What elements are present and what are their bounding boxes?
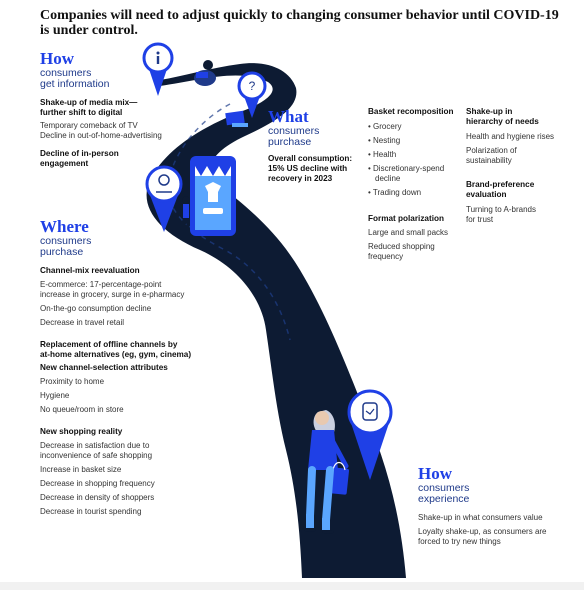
- where-sub1: consumers: [40, 235, 92, 247]
- needs-heading-2: hierarchy of needs: [466, 117, 539, 126]
- shopping-reality-title: New shopping reality: [40, 427, 123, 436]
- ecommerce-text-2: increase in grocery, surge in e-pharmacy: [40, 290, 185, 299]
- format-polarization-2a: Reduced shopping: [368, 242, 435, 251]
- what-section: What consumers purchase Overall consumpt…: [268, 108, 368, 184]
- where-section: Where consumers purchase Channel-mix ree…: [40, 218, 240, 517]
- experience-title: How: [418, 464, 452, 483]
- how-info-section: How consumers get information Shake-up o…: [40, 50, 180, 169]
- overall-consumption-3: recovery in 2023: [268, 174, 333, 183]
- what-title: What: [268, 107, 309, 126]
- hygiene-text: Hygiene: [40, 391, 70, 400]
- needs-heading-1: Shake-up in: [466, 107, 513, 116]
- headline: Companies will need to adjust quickly to…: [40, 8, 559, 38]
- what-sub1: consumers: [268, 125, 320, 137]
- shopper-small-icon: [182, 196, 190, 228]
- basket-size-text: Increase in basket size: [40, 465, 122, 474]
- replacement-heading-2: at-home alternatives (eg, gym, cinema): [40, 350, 192, 359]
- basket-item-grocery: • Grocery: [368, 122, 402, 131]
- in-person-heading-1: Decline of in-person: [40, 149, 119, 158]
- satisfaction-text-1: Decrease in satisfaction due to: [40, 441, 150, 450]
- where-title: Where: [40, 217, 89, 236]
- proximity-text: Proximity to home: [40, 377, 105, 386]
- loyalty-text-1: Loyalty shake-up, as consumers are: [418, 527, 547, 536]
- tv-comeback-text: Temporary comeback of TV: [40, 121, 138, 130]
- a-brands-text-1: Turning to A-brands: [466, 205, 536, 214]
- tourist-spending-text: Decrease in tourist spending: [40, 507, 142, 516]
- loyalty-text-2: forced to try new things: [418, 537, 501, 546]
- info-pin-icon: [142, 42, 174, 96]
- laptop-icon: [225, 110, 248, 127]
- experience-section: How consumers experience Shake-up in wha…: [418, 465, 578, 547]
- health-hygiene-text: Health and hygiene rises: [466, 132, 555, 141]
- svg-text:?: ?: [249, 79, 256, 93]
- needs-section: Shake-up in hierarchy of needs Health an…: [466, 107, 576, 225]
- basket-item-nesting: • Nesting: [368, 136, 401, 145]
- media-mix-heading-2: further shift to digital: [40, 108, 123, 117]
- overall-consumption-2: 15% US decline with: [268, 164, 348, 173]
- ecommerce-text-1: E-commerce: 17-percentage-point: [40, 280, 162, 289]
- watch-pin-icon: [347, 389, 393, 480]
- a-brands-text-2: for trust: [466, 215, 494, 224]
- brand-pref-heading-2: evaluation: [466, 190, 507, 199]
- shopper-density-text: Decrease in density of shoppers: [40, 493, 155, 502]
- basket-section: Basket recomposition • Grocery • Nesting…: [368, 107, 463, 262]
- basket-title: Basket recomposition: [368, 107, 454, 116]
- location-pin-icon: [145, 165, 183, 232]
- on-the-go-text: On-the-go consumption decline: [40, 304, 152, 313]
- what-sub2: purchase: [268, 136, 312, 148]
- experience-sub1: consumers: [418, 482, 470, 494]
- ooh-decline-text: Decline in out-of-home-advertising: [40, 131, 162, 140]
- format-polarization-title: Format polarization: [368, 214, 444, 223]
- experience-sub2: experience: [418, 493, 470, 505]
- channel-selection-title: New channel-selection attributes: [40, 363, 168, 372]
- media-mix-heading-1: Shake-up of media mix—: [40, 98, 138, 107]
- in-person-heading-2: engagement: [40, 159, 89, 168]
- where-sub2: purchase: [40, 246, 84, 258]
- basket-item-discretionary: • Discretionary-spend decline: [368, 164, 445, 183]
- phone-store-icon: [190, 156, 236, 236]
- how-info-sub1: consumers: [40, 67, 92, 79]
- consumer-value-text: Shake-up in what consumers value: [418, 513, 543, 522]
- basket-item-trading-down: • Trading down: [368, 188, 422, 197]
- no-queue-text: No queue/room in store: [40, 405, 124, 414]
- question-pin-icon: ?: [237, 71, 267, 118]
- how-info-sub2: get information: [40, 78, 110, 90]
- channel-mix-title: Channel-mix reevaluation: [40, 266, 140, 275]
- sustainability-text-1: Polarization of: [466, 146, 517, 155]
- replacement-heading-1: Replacement of offline channels by: [40, 340, 178, 349]
- format-polarization-2b: frequency: [368, 252, 404, 261]
- how-info-title: How: [40, 49, 74, 68]
- shopping-frequency-text: Decrease in shopping frequency: [40, 479, 155, 488]
- woman-shopper-icon: [304, 410, 350, 534]
- overall-consumption-1: Overall consumption:: [268, 154, 353, 163]
- sustainability-text-2: sustainability: [466, 156, 512, 165]
- person-laptop-icon: [194, 60, 216, 86]
- travel-retail-text: Decrease in travel retail: [40, 318, 125, 327]
- satisfaction-text-2: inconvenience of safe shopping: [40, 451, 153, 460]
- format-polarization-1: Large and small packs: [368, 228, 449, 237]
- brand-pref-heading-1: Brand-preference: [466, 180, 535, 189]
- bottom-bar: [0, 582, 584, 590]
- basket-item-health: • Health: [368, 150, 397, 159]
